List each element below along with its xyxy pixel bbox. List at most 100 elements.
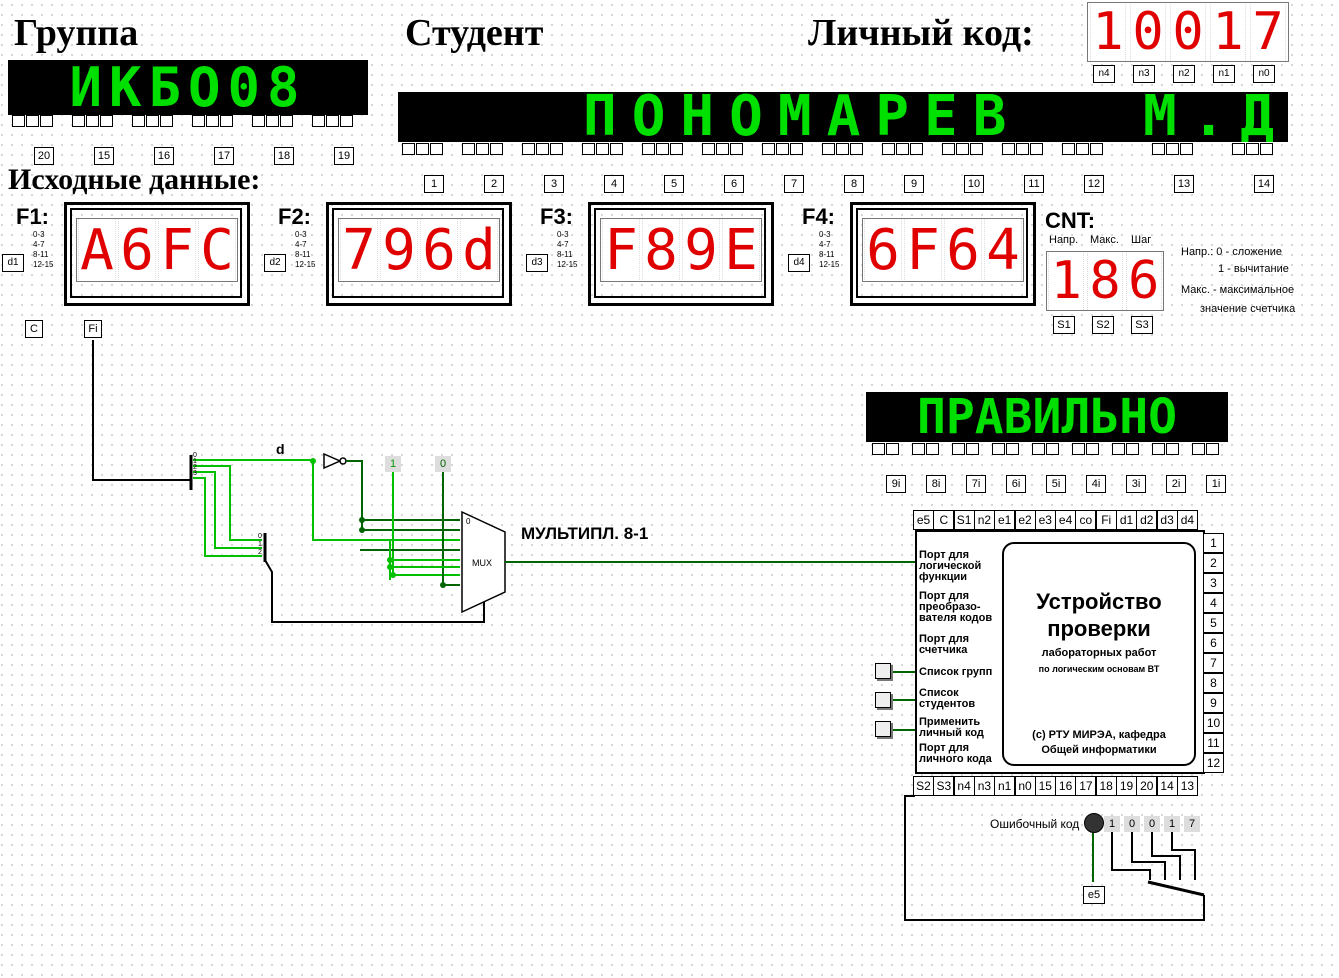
checker-bottom-pin: n4 (953, 776, 975, 796)
function-digit: 6 (864, 219, 902, 281)
checker-right-pin: 10 (1203, 713, 1224, 733)
pin-connector (490, 143, 503, 155)
pin-connector (656, 143, 669, 155)
checker-port-label: Список групп (919, 666, 993, 678)
pin-connector (312, 115, 325, 127)
function-input-label: 8-11 (819, 250, 835, 259)
pin-connector (910, 143, 923, 155)
group-pin: 18 (274, 147, 294, 165)
function-input-label: 0-3 (295, 230, 307, 239)
pin-connector (402, 143, 415, 155)
checker-sub1: лабораторных работ (1041, 647, 1157, 659)
result-pin: 3i (1126, 475, 1146, 493)
checker-bottom-pin: 19 (1116, 776, 1137, 796)
function-input-label: 4-7 (295, 240, 307, 249)
checker-port-label: Применить личный код (919, 716, 984, 739)
pin-connector (762, 143, 775, 155)
pin-connector (1002, 143, 1015, 155)
checker-bottom-pin: S3 (933, 776, 955, 796)
checker-top-pin: d4 (1176, 510, 1198, 530)
pin-connector (462, 143, 475, 155)
splitter-bit: 0 (193, 452, 197, 459)
pin-connector (1076, 143, 1089, 155)
apply-code-button[interactable] (875, 721, 891, 737)
input-fi[interactable]: Fi (84, 320, 102, 338)
pin-connector (836, 143, 849, 155)
student-pin: 5 (664, 175, 684, 193)
function-input-label: 0-3 (819, 230, 831, 239)
checker-bottom-pin: 14 (1156, 776, 1178, 796)
pin-connector (550, 143, 563, 155)
checker-top-pin: e2 (1014, 510, 1036, 530)
function-input-label: 4-7 (33, 240, 45, 249)
checker-top-pin: n2 (973, 510, 995, 530)
pin-connector (896, 143, 909, 155)
checker-right-pin: 8 (1203, 673, 1224, 693)
group-pin: 19 (334, 147, 354, 165)
function-input-label: 4-7 (557, 240, 569, 249)
pin-connector (966, 443, 979, 455)
error-bit: 1 (1164, 816, 1180, 832)
checker-bottom-pin: 16 (1055, 776, 1077, 796)
checker-top-pin: co (1075, 510, 1097, 530)
group-pin: 16 (154, 147, 174, 165)
function-digit: E (722, 219, 760, 281)
function-frame-inner (594, 208, 766, 298)
student-title: Студент (405, 12, 544, 54)
input-c[interactable]: C (25, 320, 43, 338)
function-digit: A (78, 219, 116, 281)
code-digit: 1 (1090, 3, 1126, 61)
mux-title: МУЛЬТИПЛ. 8-1 (521, 524, 649, 543)
function-digit: 9 (682, 219, 720, 281)
group-led-display: ИКБО08 (8, 60, 368, 115)
checker-bottom-pin: 18 (1095, 776, 1117, 796)
checker-title-line1: Устройство (1036, 589, 1162, 614)
const-one: 1 (385, 456, 401, 472)
pin-connector (596, 143, 609, 155)
checker-title-line2: проверки (1047, 616, 1151, 641)
code-pin: n1 (1213, 65, 1235, 83)
pin-connector (992, 443, 1005, 455)
cnt-digit: 6 (1125, 252, 1162, 310)
student-initials: М.Д. (1143, 92, 1288, 142)
cnt-header-step: Шаг (1131, 234, 1152, 246)
mux-label: MUX (472, 558, 492, 568)
function-frame (326, 202, 512, 306)
function-digit: 7 (340, 219, 378, 281)
checker-top-pin: e3 (1034, 510, 1056, 530)
function-input-label: 12-15 (819, 260, 840, 269)
pin-connector (146, 115, 159, 127)
pin-connector (1126, 443, 1139, 455)
pin-connector (1180, 143, 1193, 155)
function-label: F2: (278, 204, 311, 229)
function-digit: 6 (420, 219, 458, 281)
splitter-bit: 2 (258, 549, 262, 556)
code-digit: 1 (1210, 3, 1246, 61)
function-input-label: 12-15 (295, 260, 316, 269)
error-bit: 0 (1144, 816, 1160, 832)
student-list-button[interactable] (875, 692, 891, 708)
pin-connector (430, 143, 443, 155)
pin-connector (882, 143, 895, 155)
group-pin: 15 (94, 147, 114, 165)
code-pin: n3 (1133, 65, 1155, 83)
cnt-label: CNT: (1045, 208, 1096, 233)
checker-bottom-pin: 17 (1075, 776, 1097, 796)
pin-connector (730, 143, 743, 155)
group-list-button[interactable] (875, 663, 891, 679)
pin-connector (132, 115, 145, 127)
pin-connector (702, 143, 715, 155)
student-pin: 1 (424, 175, 444, 193)
checker-top-pin: e5 (913, 510, 934, 530)
code-pin: n4 (1093, 65, 1115, 83)
cnt-digit: 8 (1086, 252, 1123, 310)
cnt-header-max: Макс. (1090, 234, 1119, 246)
student-pin: 7 (784, 175, 804, 193)
